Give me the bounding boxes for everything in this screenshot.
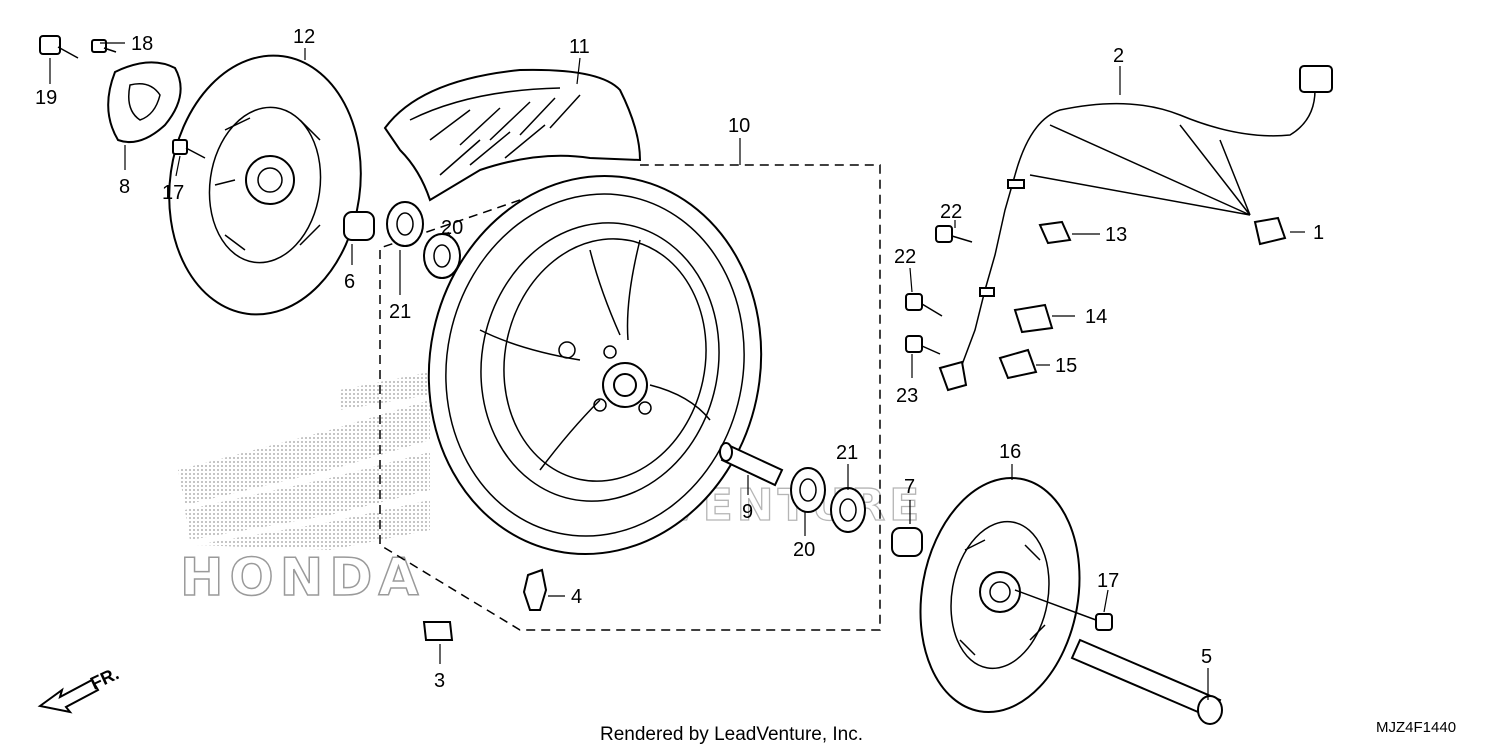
bolt-19[interactable] (39, 35, 79, 59)
callout-12[interactable]: 12 (293, 26, 315, 48)
callout-17-left[interactable]: 17 (162, 182, 184, 204)
callout-21-left[interactable]: 21 (389, 301, 411, 323)
tire-valve[interactable] (522, 568, 548, 611)
callout-1[interactable]: 1 (1313, 222, 1324, 244)
bolt-22-upper[interactable] (935, 225, 973, 243)
callout-15[interactable]: 15 (1055, 355, 1077, 377)
callout-4[interactable]: 4 (571, 586, 582, 608)
callout-18[interactable]: 18 (131, 33, 153, 55)
callout-11[interactable]: 11 (569, 36, 590, 58)
callout-16[interactable]: 16 (999, 441, 1021, 463)
harness-clamp-13[interactable] (1038, 220, 1072, 245)
side-collar-6[interactable] (343, 211, 375, 241)
callout-23[interactable]: 23 (896, 385, 918, 407)
callout-13[interactable]: 13 (1105, 224, 1127, 246)
diagram-code: MJZ4F1440 (1376, 719, 1456, 736)
wheel-assembly-box (379, 164, 881, 631)
bolt-23[interactable] (905, 335, 941, 355)
callout-22-lower[interactable]: 22 (894, 246, 916, 268)
front-wheel-rim[interactable] (394, 145, 796, 585)
callout-14[interactable]: 14 (1085, 306, 1107, 328)
callout-20-left[interactable]: 20 (441, 217, 463, 239)
bolt-18[interactable] (91, 39, 117, 53)
bearing-21-left[interactable] (386, 201, 424, 247)
front-axle[interactable] (1070, 638, 1223, 725)
left-brake-disc[interactable] (153, 43, 377, 327)
callout-21-right[interactable]: 21 (836, 442, 858, 464)
callout-5[interactable]: 5 (1201, 646, 1212, 668)
callout-19[interactable]: 19 (35, 87, 57, 109)
harness-clamp-14[interactable] (1013, 303, 1054, 334)
dust-seal-20-left[interactable] (423, 233, 461, 279)
callout-3[interactable]: 3 (434, 670, 445, 692)
callout-20-right[interactable]: 20 (793, 539, 815, 561)
side-collar-7[interactable] (891, 527, 923, 557)
harness-clamp-1[interactable] (1253, 216, 1287, 246)
callout-9[interactable]: 9 (742, 501, 753, 523)
harness-clamp-15[interactable] (998, 348, 1038, 380)
bearing-20-right[interactable] (790, 467, 826, 513)
right-brake-disc[interactable] (903, 465, 1098, 725)
distance-collar-9[interactable] (719, 442, 784, 487)
balance-weight[interactable] (422, 621, 454, 641)
bearing-21-right[interactable] (830, 487, 866, 533)
disc-bolt-17-right[interactable] (1014, 589, 1113, 631)
callout-6[interactable]: 6 (344, 271, 355, 293)
render-credit: Rendered by LeadVenture, Inc. (600, 724, 863, 745)
disc-bolt-17-left[interactable] (172, 139, 206, 159)
callout-8[interactable]: 8 (119, 176, 130, 198)
honda-watermark: HONDA (180, 548, 425, 608)
tire[interactable] (383, 68, 642, 202)
bolt-22-lower[interactable] (905, 293, 943, 317)
pulser-ring[interactable] (107, 61, 182, 144)
callout-10[interactable]: 10 (728, 115, 750, 137)
callout-2[interactable]: 2 (1113, 45, 1124, 67)
wheel-speed-sensor-harness[interactable] (938, 65, 1333, 392)
callout-22-upper[interactable]: 22 (940, 201, 962, 223)
honda-wing-watermark (178, 372, 430, 550)
callout-7[interactable]: 7 (904, 476, 915, 498)
callout-17-right[interactable]: 17 (1097, 570, 1119, 592)
front-direction-arrow: FR. (37, 663, 122, 714)
